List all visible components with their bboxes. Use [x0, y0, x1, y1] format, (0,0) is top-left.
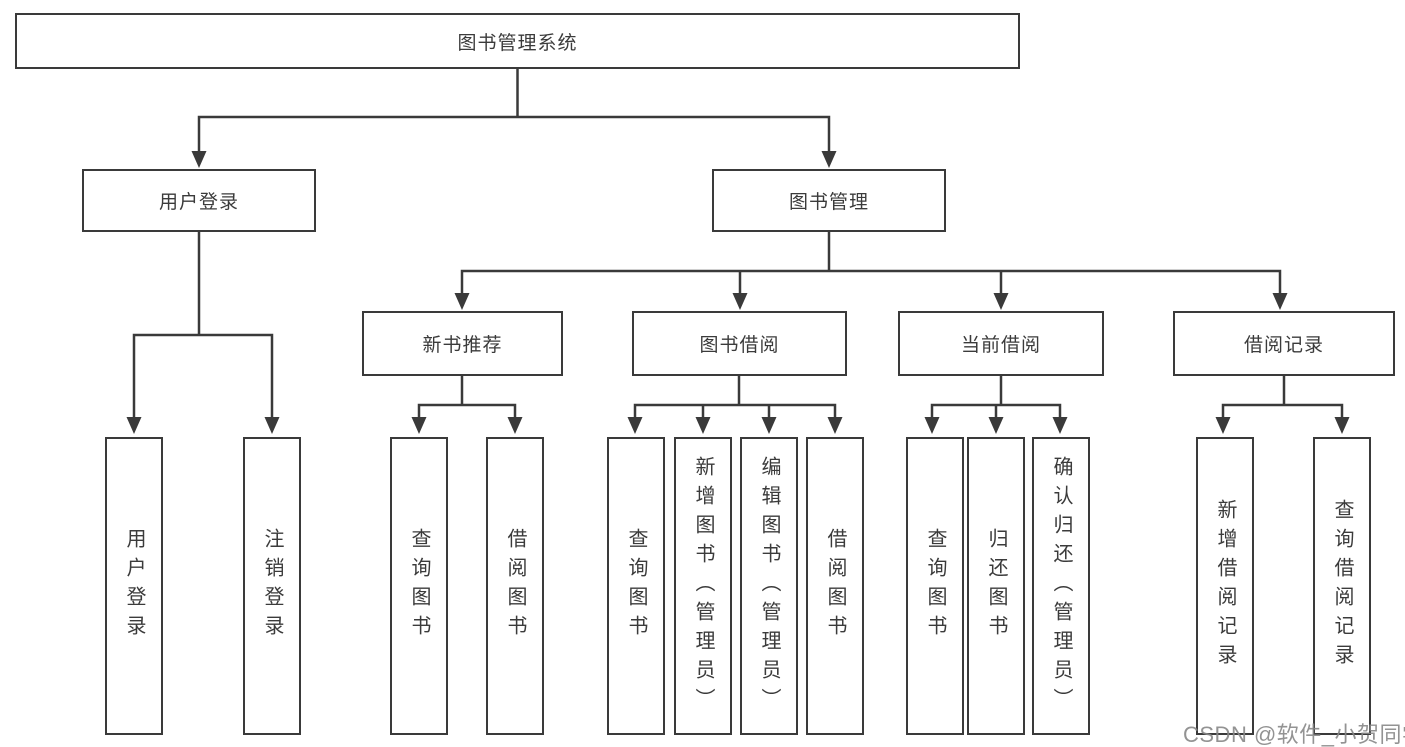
node-leaf-add-books-admin: 新增图书（管理员）: [674, 437, 732, 735]
node-book-borrowing: 图书借阅: [632, 311, 847, 376]
node-label: 图书管理: [788, 192, 869, 213]
node-user-login: 用户登录: [82, 169, 316, 232]
node-label: 当前借阅: [960, 335, 1041, 356]
node-label: 新增借阅记录: [1214, 499, 1236, 673]
node-label: 编辑图书（管理员）: [758, 455, 780, 717]
csdn-watermark: CSDN @软件_小贺同学: [1183, 722, 1405, 747]
node-leaf-logout: 注销登录: [243, 437, 301, 735]
node-new-book-recommend: 新书推荐: [362, 311, 563, 376]
node-leaf-query-books-2: 查询图书: [607, 437, 665, 735]
node-label: 归还图书: [985, 528, 1007, 644]
node-label: 用户登录: [123, 528, 145, 644]
node-leaf-borrow-books-2: 借阅图书: [806, 437, 864, 735]
node-label: 新增图书（管理员）: [692, 455, 714, 717]
node-library-management-system: 图书管理系统: [15, 13, 1020, 69]
node-label: 注销登录: [261, 528, 283, 644]
node-leaf-query-books-1: 查询图书: [390, 437, 448, 735]
node-leaf-query-books-3: 查询图书: [906, 437, 964, 735]
node-label: 查询图书: [408, 528, 430, 644]
node-leaf-edit-books-admin: 编辑图书（管理员）: [740, 437, 798, 735]
node-label: 新书推荐: [422, 335, 503, 356]
node-leaf-add-borrow-record: 新增借阅记录: [1196, 437, 1254, 735]
node-leaf-return-books: 归还图书: [967, 437, 1025, 735]
node-label: 图书借阅: [699, 335, 780, 356]
node-label: 确认归还（管理员）: [1050, 455, 1072, 717]
node-current-borrowing: 当前借阅: [898, 311, 1104, 376]
node-label: 查询图书: [924, 528, 946, 644]
node-label: 用户登录: [158, 192, 239, 213]
node-leaf-borrow-books-1: 借阅图书: [486, 437, 544, 735]
node-leaf-confirm-return-admin: 确认归还（管理员）: [1032, 437, 1090, 735]
node-label: 图书管理系统: [457, 32, 578, 54]
node-label: 借阅图书: [824, 528, 846, 644]
node-label: 借阅记录: [1243, 335, 1324, 356]
node-leaf-query-borrow-record: 查询借阅记录: [1313, 437, 1371, 735]
node-label: 查询图书: [625, 528, 647, 644]
node-leaf-user-login: 用户登录: [105, 437, 163, 735]
node-borrowing-records: 借阅记录: [1173, 311, 1395, 376]
node-label: 查询借阅记录: [1331, 499, 1353, 673]
node-book-management: 图书管理: [712, 169, 946, 232]
node-label: 借阅图书: [504, 528, 526, 644]
